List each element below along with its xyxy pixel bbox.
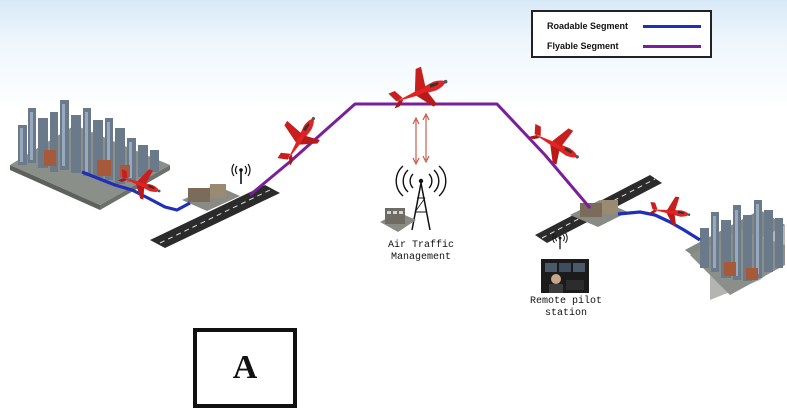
legend-item-roadable: Roadable Segment <box>547 18 701 34</box>
aircraft-icon <box>383 59 455 121</box>
right-city-icon <box>685 200 785 300</box>
atm-caption-line1: Air Traffic <box>387 240 454 251</box>
left-runway <box>150 185 280 248</box>
legend-swatch-roadable <box>643 24 701 28</box>
rps-caption-line2: station <box>544 308 587 319</box>
atm-building-icon <box>380 208 416 232</box>
radio-tower-icon <box>395 165 447 231</box>
atm-caption-line2: Management <box>390 252 451 263</box>
legend-label-roadable: Roadable Segment <box>547 21 629 31</box>
left-city-icon <box>10 100 170 210</box>
antenna-icon <box>231 163 251 185</box>
left-terminal-building-icon <box>182 184 240 211</box>
remote-pilot-station-photo <box>541 259 589 293</box>
atm-caption: Air Traffic Management <box>366 240 476 264</box>
panel-label-box: A <box>193 328 297 408</box>
rps-caption: Remote pilot station <box>515 296 617 320</box>
communication-arrows <box>412 112 430 166</box>
right-terminal-building-icon <box>570 200 628 227</box>
legend: Roadable Segment Flyable Segment <box>531 10 712 58</box>
legend-item-flyable: Flyable Segment <box>547 38 701 54</box>
legend-swatch-flyable <box>643 44 701 48</box>
legend-label-flyable: Flyable Segment <box>547 41 619 51</box>
panel-letter: A <box>232 349 258 386</box>
flyable-segment <box>249 102 592 209</box>
left-roadable-segment <box>81 170 191 212</box>
aircraft-icon <box>267 106 329 173</box>
right-roadable-segment <box>617 210 701 242</box>
rps-caption-line1: Remote pilot <box>529 296 602 307</box>
